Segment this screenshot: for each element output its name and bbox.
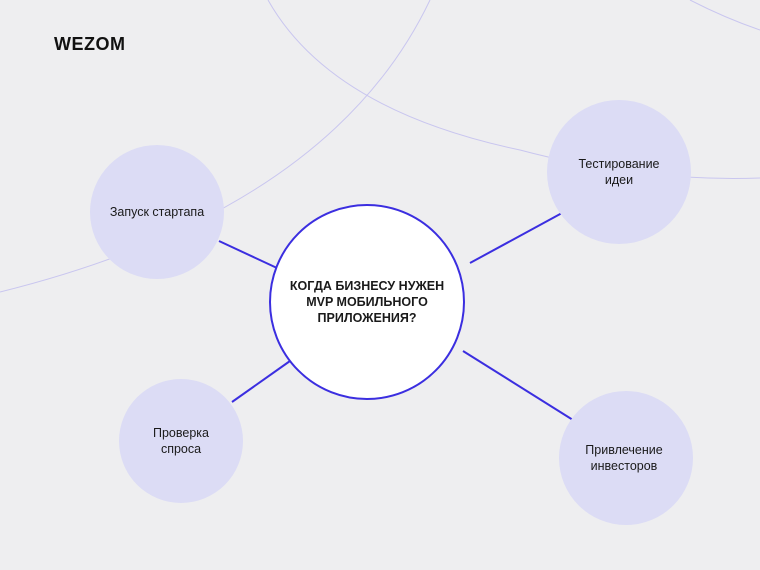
node-startup xyxy=(90,145,224,279)
node-label-investors: Привлечение инвесторов xyxy=(585,443,663,473)
center-question-label: КОГДА БИЗНЕСУ НУЖЕН MVP МОБИЛЬНОГО ПРИЛО… xyxy=(289,279,445,325)
node-demand xyxy=(119,379,243,503)
node-label-startup: Запуск стартапа xyxy=(109,205,205,219)
node-label-demand: Проверка спроса xyxy=(153,426,209,456)
decor-arc-large xyxy=(0,0,431,293)
node-label-testing: Тестирование идеи xyxy=(578,157,660,187)
node-investors xyxy=(559,391,693,525)
connector-testing xyxy=(469,212,563,264)
connector-startup xyxy=(218,240,278,269)
connector-investors xyxy=(462,350,574,421)
center-node xyxy=(269,204,465,400)
wezom-logo[interactable]: WEZOM xyxy=(54,34,126,54)
connector-demand xyxy=(231,360,291,403)
node-testing xyxy=(547,100,691,244)
decor-arc-corner xyxy=(689,0,760,31)
